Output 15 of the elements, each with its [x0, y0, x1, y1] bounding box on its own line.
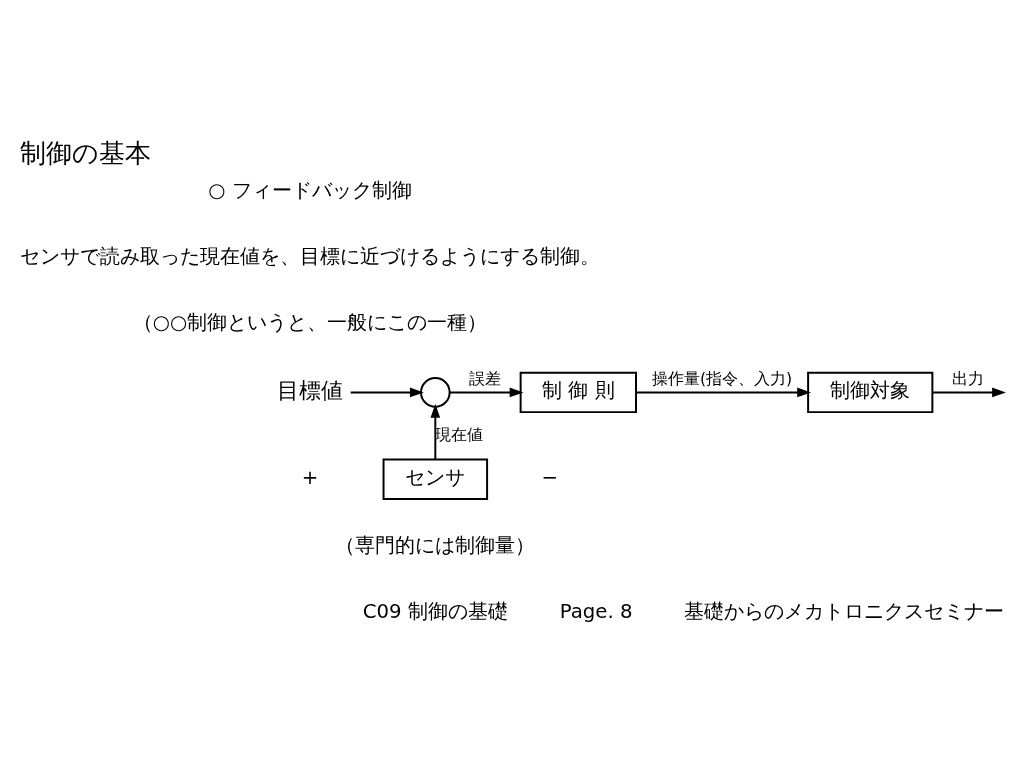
node-text: 目標値: [277, 377, 344, 403]
label: （専門的には制御量）: [335, 533, 536, 557]
diagram-title: 制御の基本: [19, 137, 151, 168]
label: センサで読み取った現在値を、目標に近づけるようにする制御。: [20, 244, 601, 268]
edge-label: 操作量(指令、入力): [651, 368, 793, 388]
label: （○○制御というと、一般にこの一種）: [132, 310, 488, 334]
edge-label: 誤差: [469, 368, 502, 388]
edge-label: 現在値: [434, 424, 483, 444]
label: ○ フィードバック制御: [208, 178, 412, 202]
label: C09 制御の基礎: [362, 599, 508, 623]
label: −: [541, 465, 558, 489]
edge-label: 出力: [951, 368, 984, 388]
label: 基礎からのメカトロニクスセミナー: [683, 599, 1004, 623]
label: +: [301, 465, 319, 489]
label: Page. 8: [559, 599, 633, 623]
